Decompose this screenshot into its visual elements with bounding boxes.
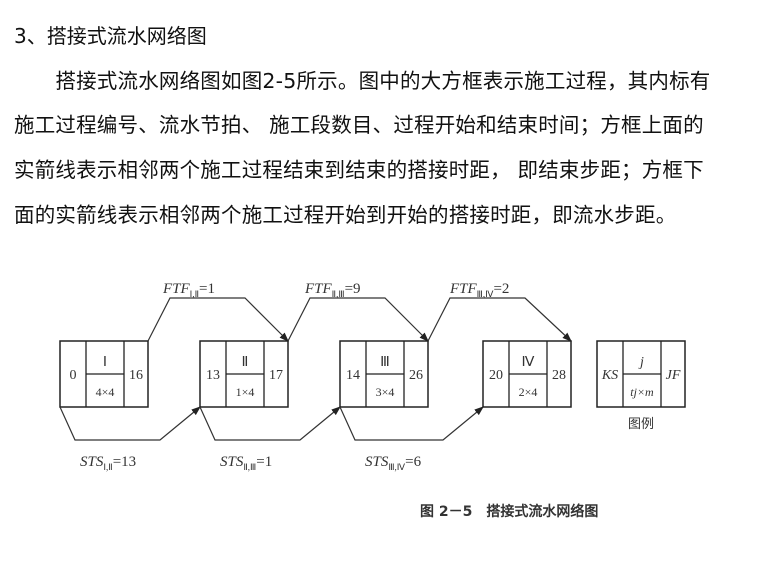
process-number: Ⅲ	[380, 355, 390, 370]
start-time: 14	[346, 368, 360, 383]
start-time: KS	[601, 368, 618, 383]
process-box: 13 Ⅱ 1×4 17	[199, 340, 289, 408]
duration: 1×4	[236, 385, 255, 399]
end-time: 26	[409, 368, 423, 383]
ftf-arrow	[427, 297, 572, 342]
paragraph-line: 搭接式流水网络图如图2-5所示。图中的大方框表示施工过程，其内标有	[14, 69, 711, 93]
legend-box: KS j tj×m JF	[596, 340, 686, 408]
sts-label: STSⅠ,Ⅱ=13	[80, 454, 136, 472]
ftf-label: FTFⅠ,Ⅱ=1	[162, 281, 215, 299]
process-number: j	[638, 355, 644, 370]
ftf-label: FTFⅢ,Ⅳ=2	[449, 281, 509, 299]
sts-arrow	[199, 406, 341, 441]
ftf-label: FTFⅡ,Ⅲ=9	[304, 281, 361, 299]
end-time: 17	[269, 368, 283, 383]
duration: 2×4	[519, 385, 538, 399]
duration: tj×m	[630, 385, 654, 399]
start-time: 0	[70, 368, 77, 383]
end-time: 16	[129, 368, 143, 383]
ftf-arrow	[287, 297, 429, 342]
legend-label: 图例	[628, 416, 654, 431]
sts-label: STSⅢ,Ⅳ=6	[365, 454, 422, 472]
ftf-arrow	[147, 297, 289, 342]
process-box: 20 Ⅳ 2×4 28	[482, 340, 572, 408]
paragraph-line: 实箭线表示相邻两个施工过程结束到结束的搭接时距， 即结束步距；方框下	[14, 158, 704, 182]
figure-caption: 图 2－5 搭接式流水网络图	[420, 503, 598, 520]
sts-arrow	[339, 406, 484, 441]
process-number: Ⅳ	[522, 355, 535, 370]
duration: 4×4	[96, 385, 115, 399]
start-time: 13	[206, 368, 220, 383]
process-box: 14 Ⅲ 3×4 26	[339, 340, 429, 408]
duration: 3×4	[376, 385, 395, 399]
start-time: 20	[489, 368, 503, 383]
paragraph-line: 施工过程编号、流水节拍、 施工段数目、过程开始和结束时间；方框上面的	[14, 113, 704, 137]
sts-label: STSⅡ,Ⅲ=1	[220, 454, 272, 472]
sts-arrow	[59, 406, 201, 441]
section-heading: 3、搭接式流水网络图	[14, 24, 207, 48]
process-number: Ⅰ	[103, 355, 107, 370]
end-time: JF	[666, 368, 681, 383]
process-number: Ⅱ	[242, 355, 249, 370]
paragraph-line: 面的实箭线表示相邻两个施工过程开始到开始的搭接时距，即流水步距。	[14, 203, 677, 227]
process-box: 0 Ⅰ 4×4 16	[59, 340, 149, 408]
end-time: 28	[552, 368, 566, 383]
